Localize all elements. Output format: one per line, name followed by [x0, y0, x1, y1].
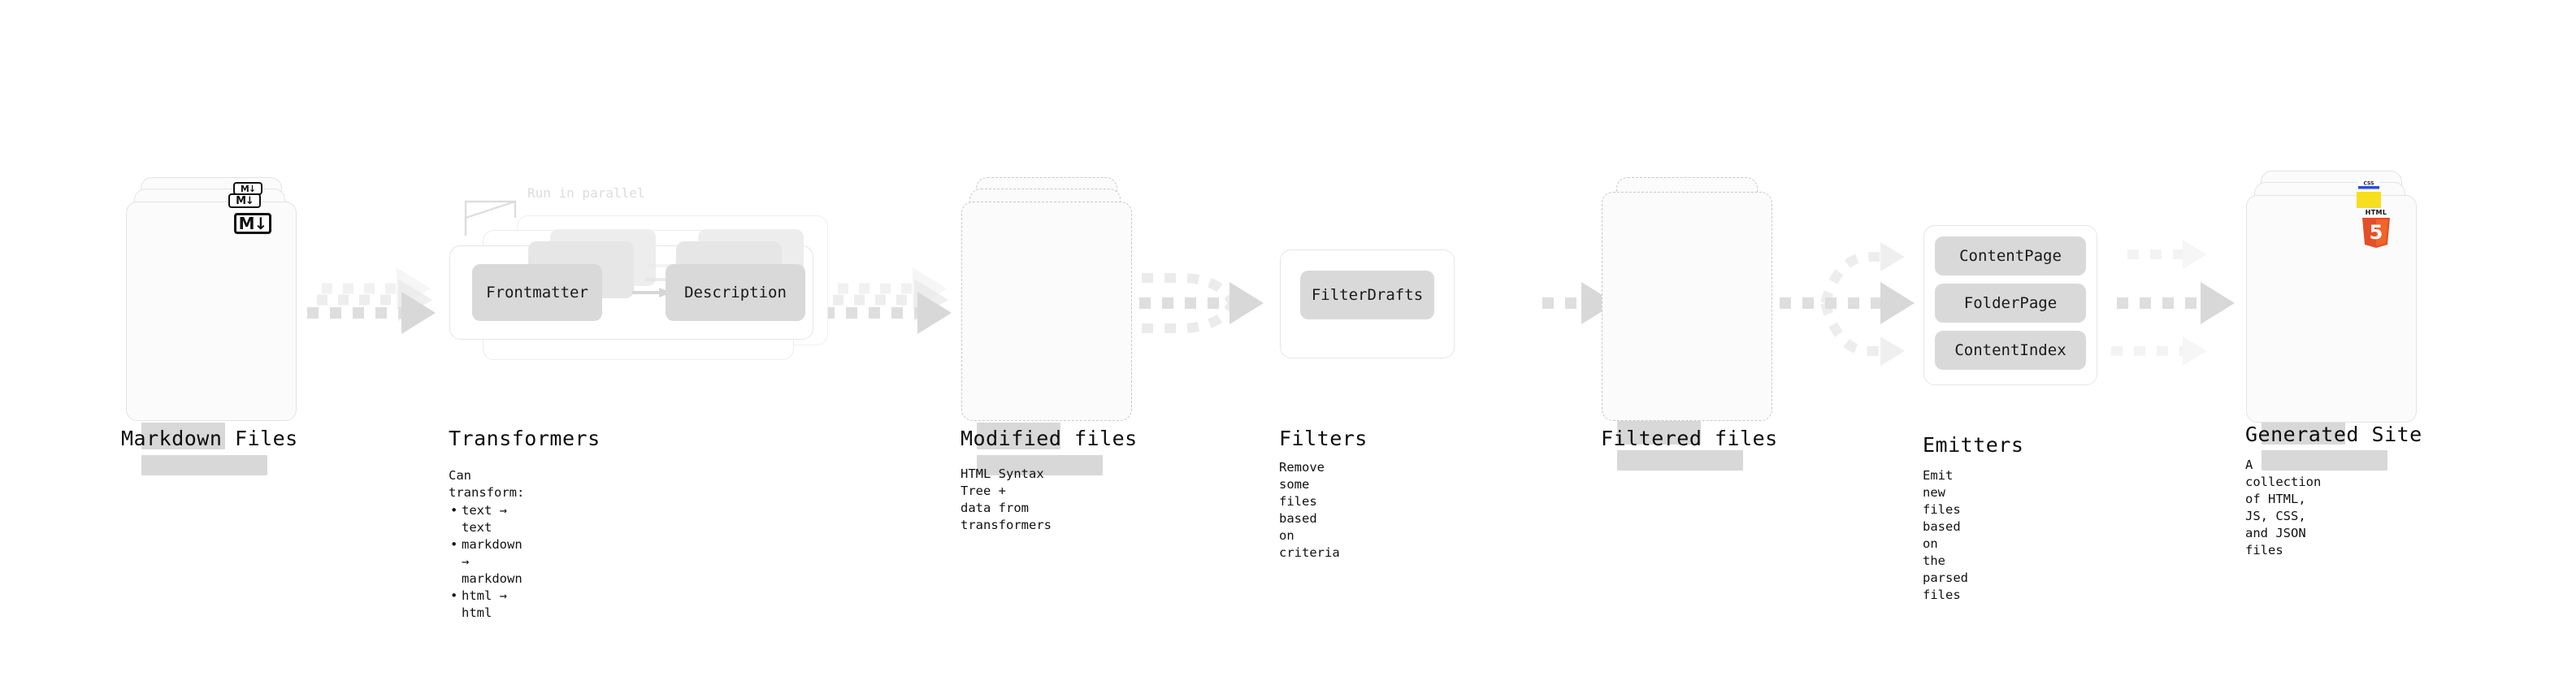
stage-desc-modified-files: HTML Syntax Tree + data from transformer…: [961, 466, 1052, 532]
modified-card-front: [961, 202, 1132, 421]
stage-title-generated-site: Generated Site: [2245, 423, 2422, 446]
transformers-bullet: markdown → markdown: [450, 536, 524, 588]
transformers-bullet: text → text: [450, 502, 524, 536]
content-bar: [977, 455, 1103, 475]
transformers-bullet-list: Can transform: text → text markdown → ma…: [449, 467, 524, 622]
arrow-markdown-to-transformers: [307, 267, 436, 334]
stage-title-filtered-files: Filtered files: [1601, 427, 1778, 450]
emitter-pill-contentpage[interactable]: ContentPage: [1935, 236, 2086, 275]
content-bar: [1617, 418, 1701, 445]
filtered-file-stack: [1602, 177, 1772, 471]
content-bar: [141, 455, 267, 475]
emitter-pill-contentindex[interactable]: ContentIndex: [1935, 331, 2086, 370]
content-bar: [977, 423, 1060, 449]
transformer-pill-frontmatter[interactable]: Frontmatter: [472, 264, 602, 321]
stage-desc-generated-site: A collection of HTML, JS, CSS, and JSON …: [2245, 458, 2322, 557]
transformers-bullet: html → html: [450, 588, 524, 622]
content-bar: [2262, 450, 2387, 471]
content-bar: [1617, 450, 1743, 471]
stage-title-markdown-files: Markdown Files: [121, 427, 298, 450]
filter-pill-filterdrafts[interactable]: FilterDrafts: [1300, 271, 1434, 319]
markdown-file-stack: M↓ M↓ M↓: [126, 177, 297, 475]
arrow-filtered-to-emitters: [1780, 242, 1915, 366]
css3-badge-icon: CSS: [2358, 179, 2379, 192]
stage-title-emitters: Emitters: [1923, 433, 2024, 457]
markdown-badge-back-1: M↓: [228, 193, 261, 208]
transformers-bullets-lead: Can transform:: [449, 468, 525, 500]
markdown-card-front: [126, 202, 297, 421]
stage-desc-emitters: Emit new files based on the parsed files: [1923, 468, 1968, 602]
generated-site-stack: CSS HTML 5: [2246, 171, 2417, 471]
markdown-badge-icon: M↓: [234, 213, 271, 234]
svg-text:HTML: HTML: [2366, 209, 2387, 216]
stage-title-filters: Filters: [1279, 427, 1368, 450]
svg-text:CSS: CSS: [2364, 180, 2374, 186]
stage-title-modified-files: Modified files: [961, 427, 1138, 450]
arrow-emitters-to-site: [2111, 240, 2235, 366]
filtered-card-front: [1602, 192, 1772, 421]
content-bar: [141, 423, 225, 449]
run-in-parallel-label: Run in parallel: [527, 185, 645, 201]
html5-badge-icon: HTML 5: [2358, 207, 2394, 249]
modified-file-stack: [961, 177, 1132, 475]
javascript-badge-icon: [2357, 192, 2381, 208]
arrow-modified-to-filters: [1139, 273, 1264, 333]
transformer-pill-description[interactable]: Description: [666, 264, 805, 321]
arrow-transformers-to-modified: [823, 267, 952, 334]
emitter-pill-folderpage[interactable]: FolderPage: [1935, 284, 2086, 323]
svg-text:5: 5: [2370, 221, 2383, 244]
stage-title-transformers: Transformers: [449, 427, 601, 450]
stage-desc-filters: Remove some files based on criteria: [1279, 460, 1340, 560]
transformer-internal-arrows: [632, 261, 687, 297]
